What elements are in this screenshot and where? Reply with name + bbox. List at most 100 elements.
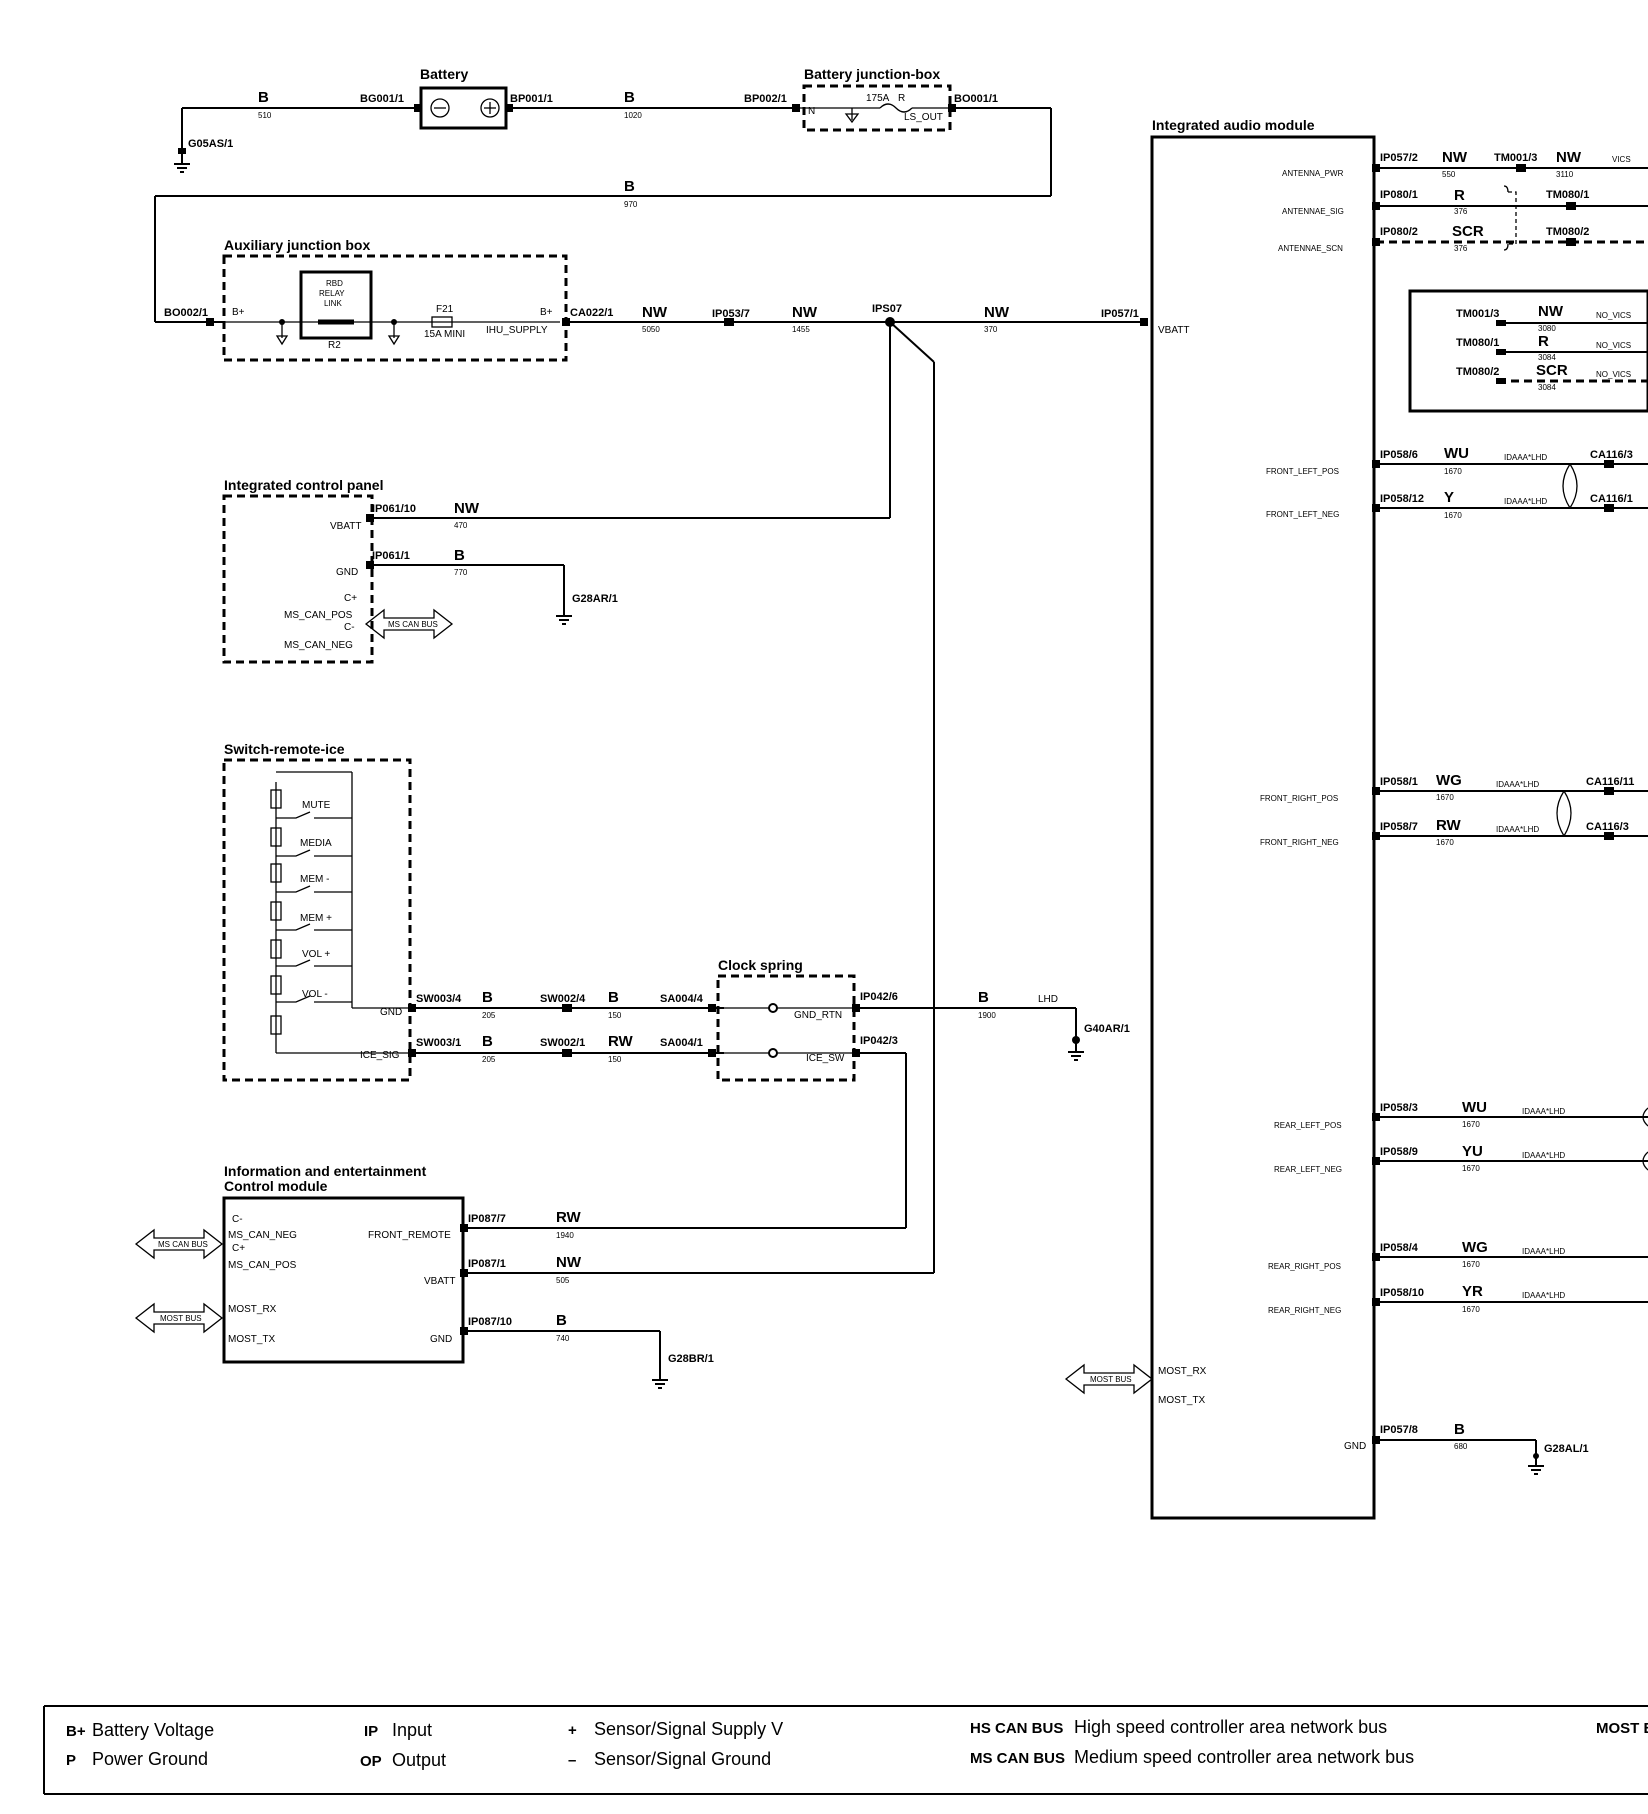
label-wires-w770-n: 770 [454, 568, 468, 577]
label-labels-no_vics: NO_VICS [1596, 311, 1631, 320]
conn-ip053: IP053/7 [712, 308, 750, 320]
label-labels-mem_minus: MEM - [300, 874, 329, 885]
label-wires-wRRP-n: 1670 [1462, 1260, 1480, 1269]
label-wires-w550-n: 550 [1442, 170, 1456, 179]
battery-junction-box: Battery junction-box N 175A R LS_OUT [800, 66, 952, 132]
conn-tm001: TM001/3 [1494, 152, 1537, 164]
label-wires-w470-c: NW [454, 500, 480, 517]
label-wires-w510-c: B [258, 89, 269, 106]
label-labels-antennae_scn: ANTENNAE_SCN [1278, 244, 1343, 253]
conn-sw003-4: SW003/4 [416, 993, 462, 1005]
ms-can-bus-arrow: MS CAN BUS [158, 1240, 208, 1249]
ground-symbol [556, 615, 572, 625]
label-labels-no_vics: NO_VICS [1596, 341, 1631, 350]
label-labels-f21_rating: 15A MINI [424, 329, 465, 340]
label-legend-hs_txt: High speed controller area network bus [1074, 1717, 1387, 1737]
label-wires-w3084b-c: SCR [1536, 362, 1568, 379]
label-labels-ms_can_pos: MS_CAN_POS [228, 1260, 297, 1271]
label-labels-mem_plus: MEM + [300, 913, 332, 924]
label-wires-w376a-c: R [1454, 187, 1465, 204]
label-labels-ihu_supply: IHU_SUPPLY [486, 325, 548, 336]
integrated-control-panel: Integrated control panel VBATT GND C+ MS… [222, 477, 454, 664]
label-wires-wFRN-n: 1670 [1436, 838, 1454, 847]
conn-ip058-9: IP058/9 [1380, 1146, 1418, 1158]
label-labels-ice_sig: ICE_SIG [360, 1050, 400, 1061]
label-labels-frn: FRONT_RIGHT_NEG [1260, 838, 1339, 847]
label-labels-idaaa: IDAAA*LHD [1504, 497, 1547, 506]
conn-ip080-2: IP080/2 [1380, 226, 1418, 238]
label-wires-w370-n: 370 [984, 325, 998, 334]
label-wires-w680-n: 680 [1454, 1442, 1468, 1451]
conn-ip042-3: IP042/3 [860, 1035, 898, 1047]
conn-bo001: BO001/1 [954, 93, 998, 105]
conn-bo002: BO002/1 [164, 307, 208, 319]
label-connectors-inner_TM080_1: TM080/1 [1456, 337, 1499, 349]
label-labels-bplus: B+ [232, 307, 245, 318]
label-components-clock_spring: Clock spring [718, 957, 803, 973]
label-wires-wFLP-c: WU [1444, 445, 1469, 462]
conn-g28ar: G28AR/1 [572, 593, 618, 605]
label-wires-w740-n: 740 [556, 1334, 570, 1343]
conn-bp002: BP002/1 [744, 93, 787, 105]
label-components-battery_jb: Battery junction-box [804, 66, 940, 82]
label-wires-w3110-c: NW [1556, 149, 1582, 166]
label-wires-w5050-n: 5050 [642, 325, 660, 334]
label-wires-wRLP-c: WU [1462, 1099, 1487, 1116]
label-wires-w505-n: 505 [556, 1276, 570, 1285]
label-labels-ms_can_neg: MS_CAN_NEG [284, 640, 353, 651]
label-wires-wRRN-n: 1670 [1462, 1305, 1480, 1314]
conn-sa004-4: SA004/4 [660, 993, 704, 1005]
label-wires-w3084b-n: 3084 [1538, 383, 1556, 392]
label-wires-w376b-c: SCR [1452, 223, 1484, 240]
conn-g28br: G28BR/1 [668, 1353, 714, 1365]
label-labels-most_tx: MOST_TX [228, 1334, 276, 1345]
label-labels-f21: F21 [436, 304, 454, 315]
label-labels-gnd: GND [1344, 1441, 1366, 1452]
label-labels-ls_out: LS_OUT [904, 112, 943, 123]
label-labels-most_rx: MOST_RX [228, 1304, 277, 1315]
conn-tm080-1: TM080/1 [1546, 189, 1589, 201]
label-legend-p_sym: P [66, 1752, 76, 1769]
label-labels-idaaa: IDAAA*LHD [1504, 453, 1547, 462]
label-wires-wRLN-c: YU [1462, 1143, 1483, 1160]
conn-sw003-1: SW003/1 [416, 1037, 461, 1049]
label-legend-minus_txt: Sensor/Signal Ground [594, 1749, 771, 1769]
label-labels-cplus: C+ [344, 593, 357, 604]
label-labels-cminus: C- [344, 622, 355, 633]
conn-ip058-1: IP058/1 [1380, 776, 1418, 788]
label-wires-w3110-n: 3110 [1556, 170, 1574, 179]
conn-ip061-1: IP061/1 [372, 550, 410, 562]
label-wires-w1900-c: B [978, 989, 989, 1006]
conn-sa004-1: SA004/1 [660, 1037, 703, 1049]
label-wires-w150b-n: 150 [608, 1055, 622, 1064]
label-labels-fln: FRONT_LEFT_NEG [1266, 510, 1339, 519]
label-labels-rrp: REAR_RIGHT_POS [1268, 1262, 1341, 1271]
label-labels-rbd2: RELAY [319, 289, 345, 298]
label-wires-wFLP-n: 1670 [1444, 467, 1462, 476]
label-wires-w1455-c: NW [792, 304, 818, 321]
label-legend-bplus_txt: Battery Voltage [92, 1720, 214, 1740]
label-wires-w1020-n: 1020 [624, 111, 642, 120]
label-wires-w1900-n: 1900 [978, 1011, 996, 1020]
most-bus-arrow: MOST BUS [160, 1314, 202, 1323]
label-wires-w510-n: 510 [258, 111, 272, 120]
conn-g40ar: G40AR/1 [1084, 1023, 1130, 1035]
label-legend-minus_sym: – [568, 1752, 576, 1769]
conn-ca116-1: CA116/1 [1590, 493, 1633, 505]
label-legend-plus_txt: Sensor/Signal Supply V [594, 1719, 783, 1739]
ms-can-bus-arrow: MS CAN BUS [388, 620, 438, 629]
label-wires-w740-c: B [556, 1312, 567, 1329]
label-labels-media: MEDIA [300, 838, 332, 849]
label-wires-w970-n: 970 [624, 200, 638, 209]
label-components-switch_remote: Switch-remote-ice [224, 741, 345, 757]
label-wires-w3084a-c: R [1538, 333, 1549, 350]
label-labels-most_tx: MOST_TX [1158, 1395, 1206, 1406]
label-labels-batt_fuse_r: R [898, 93, 905, 104]
battery-title: Battery [420, 66, 468, 82]
conn-ca116-3: CA116/3 [1590, 449, 1633, 461]
conn-ip057-2: IP057/2 [1380, 152, 1418, 164]
label-components-iecm_line2: Control module [224, 1178, 328, 1194]
label-labels-mute: MUTE [302, 800, 331, 811]
label-legend-ms_sym: MS CAN BUS [970, 1750, 1065, 1767]
conn-ip058-6: IP058/6 [1380, 449, 1418, 461]
